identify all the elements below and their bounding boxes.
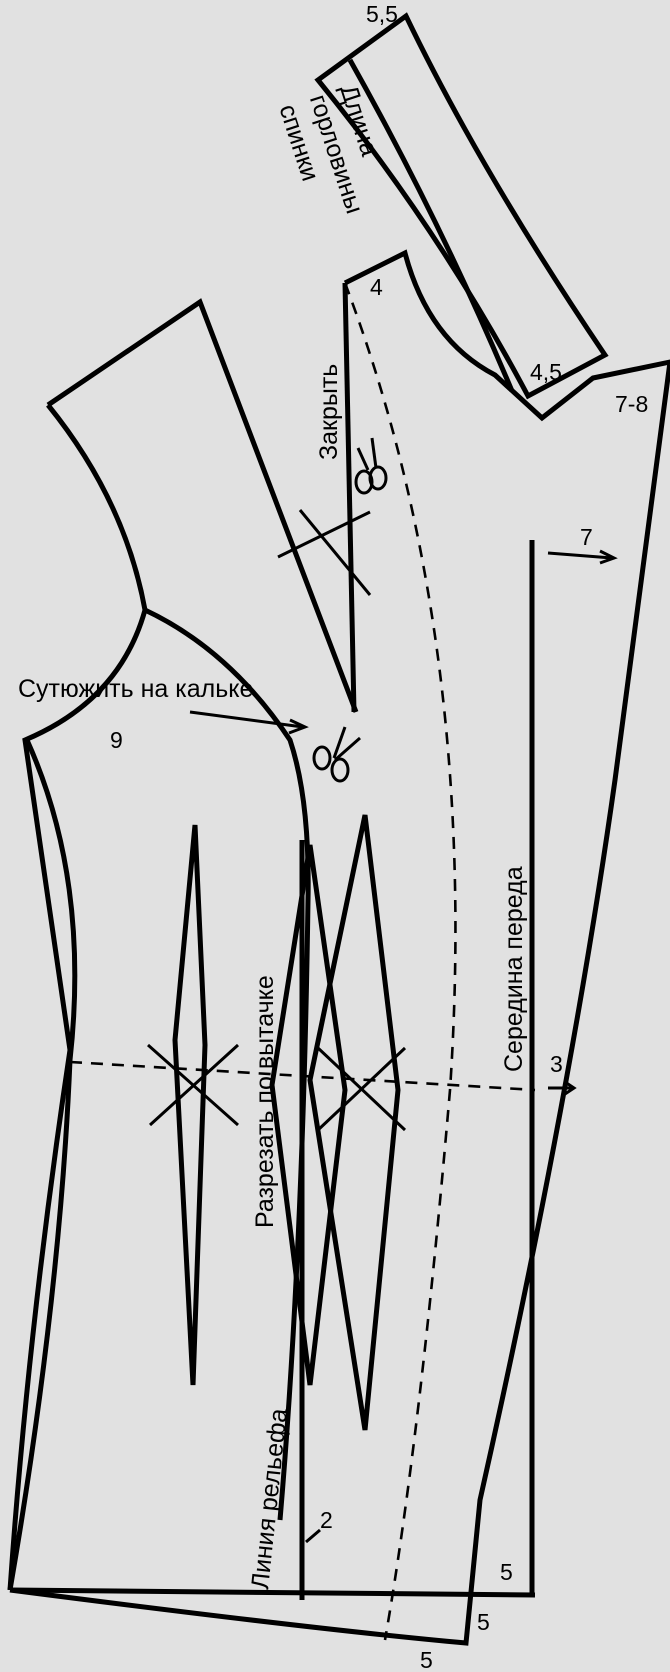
front-outline — [7, 249, 670, 1646]
scissors-icon-upper — [354, 437, 388, 495]
label-cut-dart: Разрезать по вытачке — [251, 975, 279, 1228]
point-3: 3 — [550, 1051, 563, 1077]
label-center-front: Середина переда — [500, 866, 528, 1072]
x-mark-right — [316, 1046, 407, 1132]
point-5-5: 5,5 — [366, 1, 398, 27]
leader-arrow — [189, 710, 309, 735]
dart-right — [307, 814, 401, 1431]
back-neck-strip — [314, 12, 609, 400]
arrow-7 — [547, 549, 618, 565]
dart-left — [172, 824, 208, 1386]
point-7-8: 7-8 — [615, 391, 648, 417]
arrow-2 — [305, 1528, 321, 1544]
point-9: 9 — [110, 727, 123, 753]
label-relief-line: Линия рельефа — [246, 1407, 293, 1591]
dashed-curve — [343, 282, 457, 1641]
point-5-hem-right: 5 — [477, 1609, 490, 1635]
x-mark-left — [147, 1043, 240, 1127]
label-back-neck: Длина горловины спинки — [273, 81, 383, 217]
dart-middle — [269, 844, 348, 1386]
x-mark-upper — [277, 509, 372, 596]
point-2: 2 — [320, 1507, 333, 1533]
label-close: Закрыть — [315, 364, 343, 460]
shoulder-piece — [46, 298, 359, 713]
point-5-center: 5 — [500, 1559, 513, 1585]
point-4: 4 — [370, 274, 383, 300]
point-7: 7 — [580, 524, 593, 550]
scissors-icon-lower — [312, 726, 361, 783]
arrow-3 — [548, 1080, 577, 1096]
point-4-5: 4,5 — [530, 359, 562, 385]
point-5-hem-bottom: 5 — [420, 1647, 433, 1672]
label-taper: Сутюжить на кальке — [18, 675, 253, 703]
